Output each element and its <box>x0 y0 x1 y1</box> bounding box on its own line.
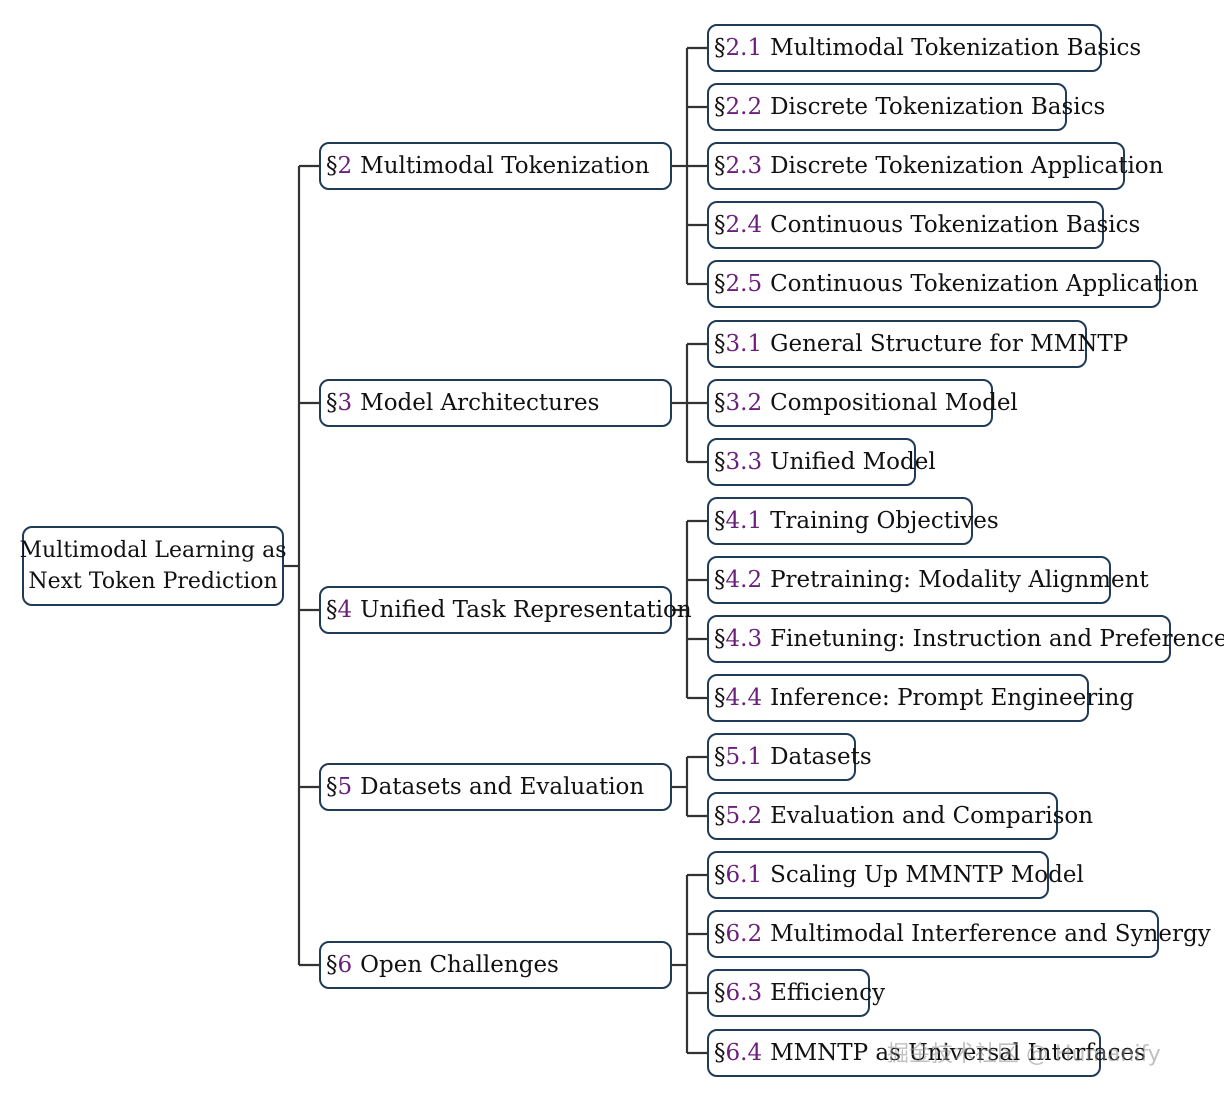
section-symbol: § <box>714 35 726 61</box>
section-node-3: §3 Model Architectures <box>319 379 672 427</box>
section-number: 3.3 <box>725 449 763 475</box>
section-symbol: § <box>714 862 726 888</box>
subsection-node-5-2: §5.2 Evaluation and Comparison <box>707 792 1093 840</box>
subsection-node-2-2: §2.2 Discrete Tokenization Basics <box>707 83 1105 131</box>
section-label: Model Architectures <box>360 390 600 416</box>
section-number: 6.4 <box>725 1040 763 1066</box>
section-number: 6.1 <box>725 862 763 888</box>
subsection-node-2-5: §2.5 Continuous Tokenization Application <box>707 260 1198 308</box>
section-label: Training Objectives <box>770 508 999 534</box>
subsection-node-4-3: §4.3 Finetuning: Instruction and Preferen… <box>707 615 1224 663</box>
section-label: Multimodal Interference and Synergy <box>770 921 1211 947</box>
section-label: Efficiency <box>770 980 886 1006</box>
section-symbol: § <box>326 597 338 623</box>
section-node-6: §6 Open Challenges <box>319 941 672 989</box>
section-label: General Structure for MMNTP <box>770 331 1129 357</box>
section-number: 5.2 <box>725 803 763 829</box>
section-number: 6.3 <box>725 980 763 1006</box>
subsection-node-3-2: §3.2 Compositional Model <box>707 379 1018 427</box>
section-number: 5 <box>337 774 353 800</box>
section-label: Continuous Tokenization Basics <box>770 212 1141 238</box>
section-label: Discrete Tokenization Basics <box>770 94 1106 120</box>
subsection-node-6-1: §6.1 Scaling Up MMNTP Model <box>707 851 1084 899</box>
section-symbol: § <box>714 94 726 120</box>
root-line-1: Multimodal Learning as <box>19 538 287 563</box>
section-symbol: § <box>714 153 726 179</box>
subsection-node-3-1: §3.1 General Structure for MMNTP <box>707 320 1128 368</box>
section-symbol: § <box>326 774 338 800</box>
section-symbol: § <box>714 212 726 238</box>
section-label: Scaling Up MMNTP Model <box>770 862 1084 888</box>
section-number: 6.2 <box>725 921 763 947</box>
section-label: Unified Task Representation <box>360 597 692 623</box>
subsection-node-4-2: §4.2 Pretraining: Modality Alignment <box>707 556 1149 604</box>
section-label: Open Challenges <box>360 952 559 978</box>
section-number: 4.2 <box>725 567 763 593</box>
root-line-2: Next Token Prediction <box>28 569 278 594</box>
section-number: 4 <box>337 597 353 623</box>
section-symbol: § <box>714 803 726 829</box>
section-symbol: § <box>714 626 726 652</box>
root-node: Multimodal Learning as Next Token Predic… <box>19 526 287 606</box>
section-label: Compositional Model <box>770 390 1018 416</box>
section-label: Datasets and Evaluation <box>360 774 645 800</box>
section-number: 6 <box>337 952 353 978</box>
section-symbol: § <box>714 980 726 1006</box>
section-number: 2.4 <box>725 212 763 238</box>
section-symbol: § <box>714 685 726 711</box>
subsection-node-6-3: §6.3 Efficiency <box>707 969 885 1017</box>
section-symbol: § <box>326 390 338 416</box>
section-symbol: § <box>714 508 726 534</box>
section-number: 5.1 <box>725 744 763 770</box>
section-number: 4.3 <box>725 626 763 652</box>
section-number: 4.4 <box>725 685 763 711</box>
section-number: 2.1 <box>725 35 763 61</box>
section-label: Discrete Tokenization Application <box>770 153 1164 179</box>
section-label: Multimodal Tokenization <box>360 153 650 179</box>
subsection-node-2-4: §2.4 Continuous Tokenization Basics <box>707 201 1140 249</box>
section-symbol: § <box>714 744 726 770</box>
section-symbol: § <box>714 567 726 593</box>
subsection-node-4-4: §4.4 Inference: Prompt Engineering <box>707 674 1134 722</box>
subsection-node-2-3: §2.3 Discrete Tokenization Application <box>707 142 1163 190</box>
section-symbol: § <box>714 449 726 475</box>
section-number: 2.2 <box>725 94 763 120</box>
section-node-2: §2 Multimodal Tokenization <box>319 142 672 190</box>
subsection-node-4-1: §4.1 Training Objectives <box>707 497 999 545</box>
section-label: Evaluation and Comparison <box>770 803 1094 829</box>
section-number: 3.1 <box>725 331 763 357</box>
section-label: Continuous Tokenization Application <box>770 271 1199 297</box>
section-number: 2.3 <box>725 153 763 179</box>
section-symbol: § <box>326 952 338 978</box>
section-label: MMNTP as Universal Interfaces <box>770 1040 1146 1066</box>
subsection-node-5-1: §5.1 Datasets <box>707 733 872 781</box>
subsection-node-6-4: §6.4 MMNTP as Universal Interfaces <box>707 1029 1146 1077</box>
section-number: 3.2 <box>725 390 763 416</box>
section-symbol: § <box>326 153 338 179</box>
section-node-4: §4 Unified Task Representation <box>319 586 692 634</box>
section-symbol: § <box>714 1040 726 1066</box>
section-symbol: § <box>714 271 726 297</box>
section-symbol: § <box>714 921 726 947</box>
section-number: 3 <box>337 390 353 416</box>
section-label: Pretraining: Modality Alignment <box>770 567 1149 593</box>
section-symbol: § <box>714 390 726 416</box>
section-label: Finetuning: Instruction and Preference <box>770 626 1224 652</box>
section-label: Multimodal Tokenization Basics <box>770 35 1142 61</box>
section-node-5: §5 Datasets and Evaluation <box>319 763 672 811</box>
section-symbol: § <box>714 331 726 357</box>
section-number: 2 <box>337 153 353 179</box>
section-label: Unified Model <box>770 449 936 475</box>
subsection-node-6-2: §6.2 Multimodal Interference and Synergy <box>707 910 1211 958</box>
section-label: Datasets <box>770 744 872 770</box>
section-label: Inference: Prompt Engineering <box>770 685 1135 711</box>
section-number: 4.1 <box>725 508 763 534</box>
subsection-node-3-3: §3.3 Unified Model <box>707 438 936 486</box>
watermark: 掘金技术社区 @ Humanify <box>887 1042 1161 1067</box>
subsection-node-2-1: §2.1 Multimodal Tokenization Basics <box>707 24 1141 72</box>
section-number: 2.5 <box>725 271 763 297</box>
